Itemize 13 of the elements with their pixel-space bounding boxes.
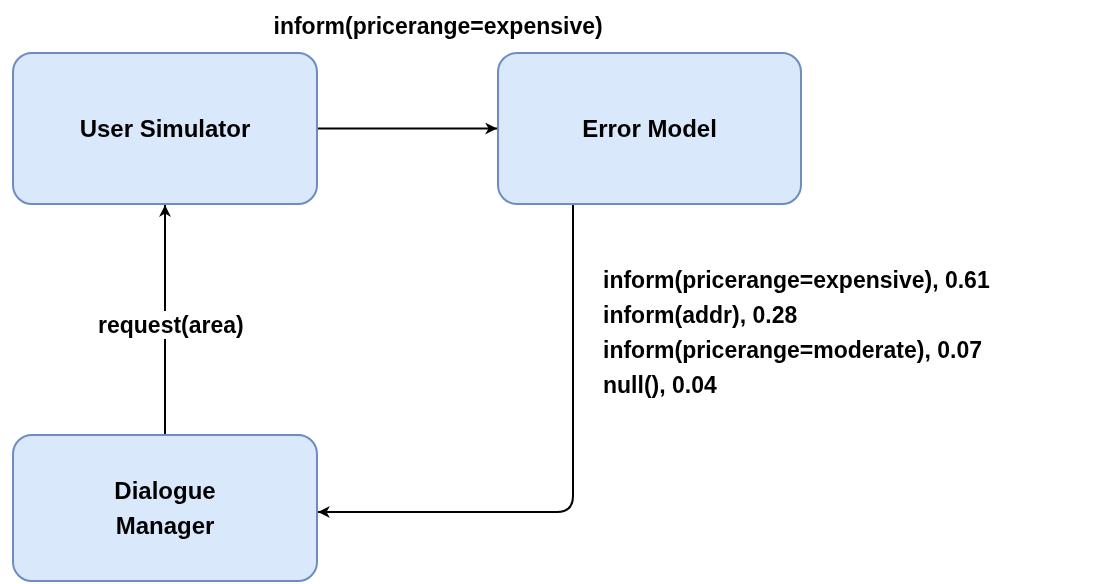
annotation-text: inform(addr), 0.28	[603, 301, 798, 330]
node-label: Error Model	[582, 114, 717, 144]
node-label: User Simulator	[79, 114, 251, 144]
arrow	[159, 204, 171, 435]
process-box	[12, 52, 318, 205]
process-box	[12, 434, 318, 582]
node-label: Dialogue Manager	[113, 476, 217, 541]
annotation-text: inform(pricerange=moderate), 0.07	[603, 336, 982, 365]
annotation-text: inform(pricerange=expensive), 0.61	[603, 266, 990, 295]
annotation-text: null(), 0.04	[603, 371, 717, 400]
process-box	[497, 52, 802, 205]
arrow	[317, 204, 574, 518]
arrow	[317, 122, 498, 135]
